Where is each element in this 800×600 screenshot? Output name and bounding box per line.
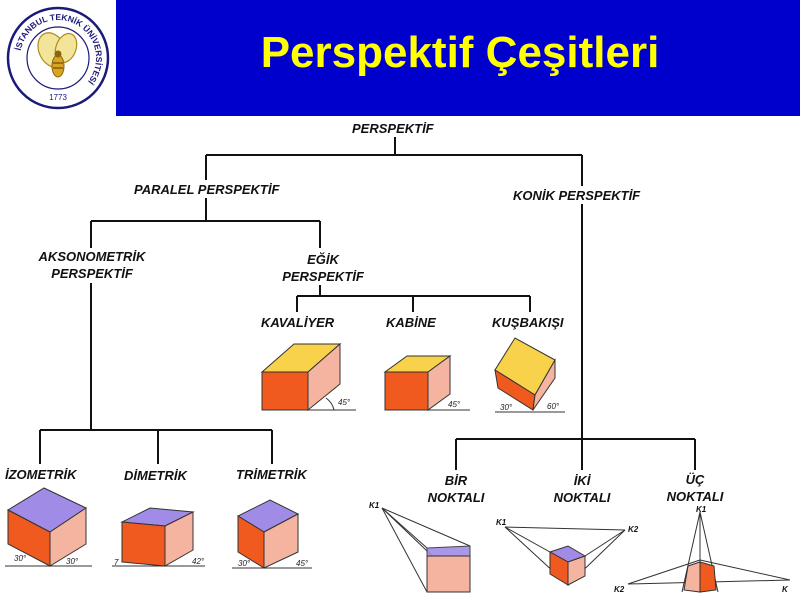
node-axonometric-line-2: PERSPEKTİF (51, 266, 133, 281)
node-oblique-line-2: PERSPEKTİF (282, 269, 364, 284)
two-point-perspective-figure: K1 K2 (496, 518, 639, 586)
node-trimetric: TRİMETRİK (236, 467, 307, 482)
node-axonometric-perspective: AKSONOMETRİK PERSPEKTİF (30, 248, 154, 282)
three-point-k2-label: K2 (614, 585, 625, 594)
node-oblique-perspective: EĞİK PERSPEKTİF (276, 251, 370, 285)
node-one-point: BİR NOKTALI (420, 472, 492, 506)
node-two-point: İKİ NOKTALI (546, 472, 618, 506)
isometric-angle-30-left: 30° (14, 554, 27, 563)
two-point-k1-label: K1 (496, 518, 507, 527)
page-title: Perspektif Çeşitleri (260, 28, 660, 77)
two-point-k2-label: K2 (628, 525, 639, 534)
node-oblique-line-1: EĞİK (307, 252, 339, 267)
perspective-tree-diagram: 45° 45° 30° 60° 30° 30° 7 42° (5, 137, 791, 594)
node-three-point-line-2: NOKTALI (666, 489, 724, 504)
node-dimetric: DİMETRİK (124, 468, 187, 483)
node-three-point-line-1: ÜÇ (685, 472, 705, 487)
three-point-perspective-figure: K1 K2 K (614, 505, 791, 594)
birdseye-angle-60: 60° (547, 402, 560, 411)
node-cabinet: KABİNE (386, 315, 436, 330)
isometric-angle-30-right: 30° (66, 557, 79, 566)
node-birdseye: KUŞBAKIŞI (492, 315, 564, 330)
dimetric-cube-figure: 7 42° (112, 507, 205, 567)
one-point-k1-label: K1 (369, 501, 380, 510)
one-point-perspective-figure: K1 (369, 501, 471, 593)
university-logo: İSTANBUL TEKNİK ÜNİVERSİTESİ 1773 (0, 0, 116, 116)
cavalier-angle-label: 45° (338, 398, 351, 407)
isometric-cube-figure: 30° 30° (5, 487, 92, 567)
node-two-point-line-2: NOKTALI (553, 490, 611, 505)
three-point-k1-label: K1 (696, 505, 707, 514)
cavalier-cube-figure: 45° (260, 342, 356, 412)
node-conic-perspective: KONİK PERSPEKTİF (513, 188, 641, 203)
node-parallel-perspective: PARALEL PERSPEKTİF (134, 182, 280, 197)
trimetric-angle-45: 45° (296, 559, 309, 568)
trimetric-angle-30: 30° (238, 559, 251, 568)
logo-year: 1773 (49, 93, 67, 102)
birdseye-angle-30: 30° (500, 403, 513, 412)
node-two-point-line-1: İKİ (573, 473, 591, 488)
tree-connector-lines (39, 137, 696, 470)
node-axonometric-line-1: AKSONOMETRİK (38, 249, 146, 264)
node-three-point: ÜÇ NOKTALI (658, 471, 732, 505)
node-perspective: PERSPEKTİF (352, 121, 434, 136)
dimetric-angle-7: 7 (114, 558, 119, 567)
header-bar (0, 0, 800, 116)
three-point-k-label: K (782, 585, 789, 594)
node-isometric: İZOMETRİK (5, 467, 77, 482)
node-cavalier: KAVALİYER (261, 315, 335, 330)
birdseye-cube-figure: 30° 60° (494, 337, 565, 413)
cabinet-angle-label: 45° (448, 400, 461, 409)
trimetric-cube-figure: 30° 45° (232, 499, 312, 569)
bee-emblem-icon (37, 32, 78, 78)
cabinet-cube-figure: 45° (383, 355, 470, 411)
node-one-point-line-1: BİR (444, 473, 468, 488)
node-one-point-line-2: NOKTALI (427, 490, 485, 505)
dimetric-angle-42: 42° (192, 557, 205, 566)
